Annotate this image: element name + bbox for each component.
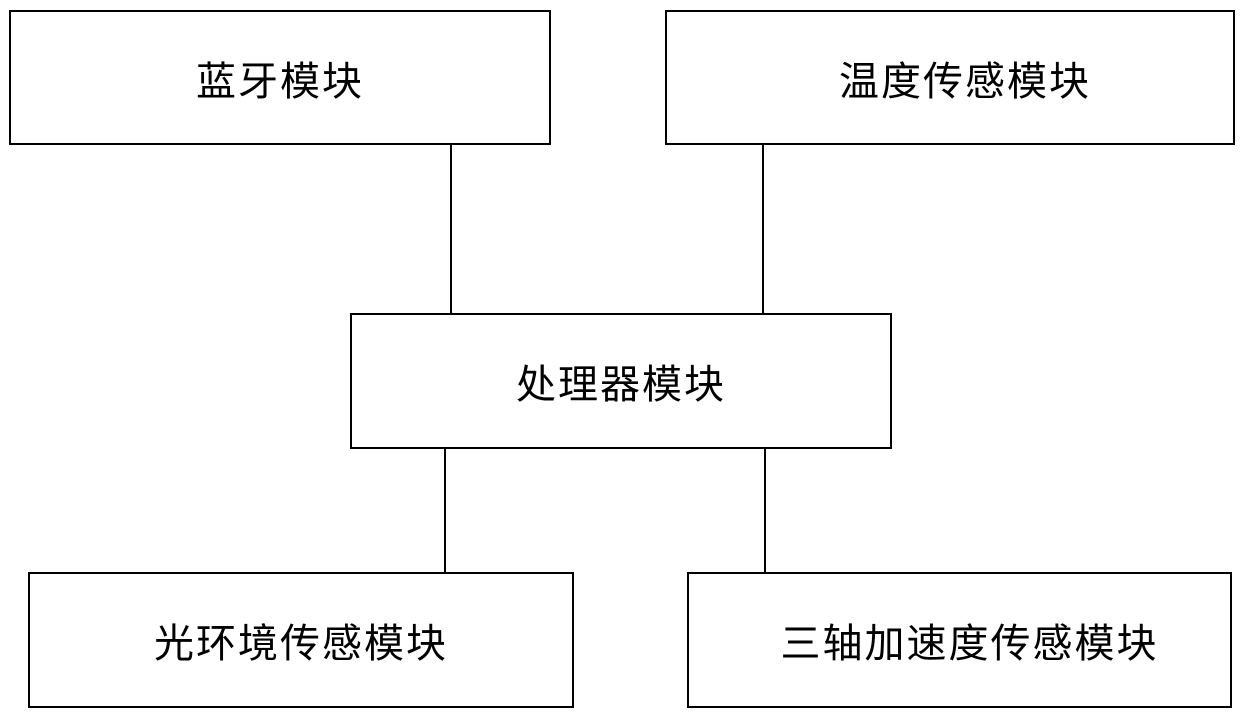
- node-processor-module: 处理器模块: [350, 313, 892, 449]
- node-label: 处理器模块: [516, 352, 726, 410]
- connector-processor-accelerometer: [764, 449, 766, 572]
- node-label: 三轴加速度传感模块: [761, 611, 1159, 669]
- node-label: 光环境传感模块: [154, 611, 448, 669]
- node-light-environment-sensor-module: 光环境传感模块: [28, 572, 574, 708]
- node-label: 蓝牙模块: [196, 49, 364, 107]
- connector-temperature-processor: [762, 145, 764, 313]
- node-three-axis-accelerometer-module: 三轴加速度传感模块: [687, 572, 1232, 708]
- node-bluetooth-module: 蓝牙模块: [9, 10, 551, 145]
- connector-bluetooth-processor: [450, 145, 452, 313]
- node-temperature-sensor-module: 温度传感模块: [665, 10, 1235, 145]
- node-label: 温度传感模块: [809, 49, 1091, 107]
- connector-processor-light: [444, 449, 446, 572]
